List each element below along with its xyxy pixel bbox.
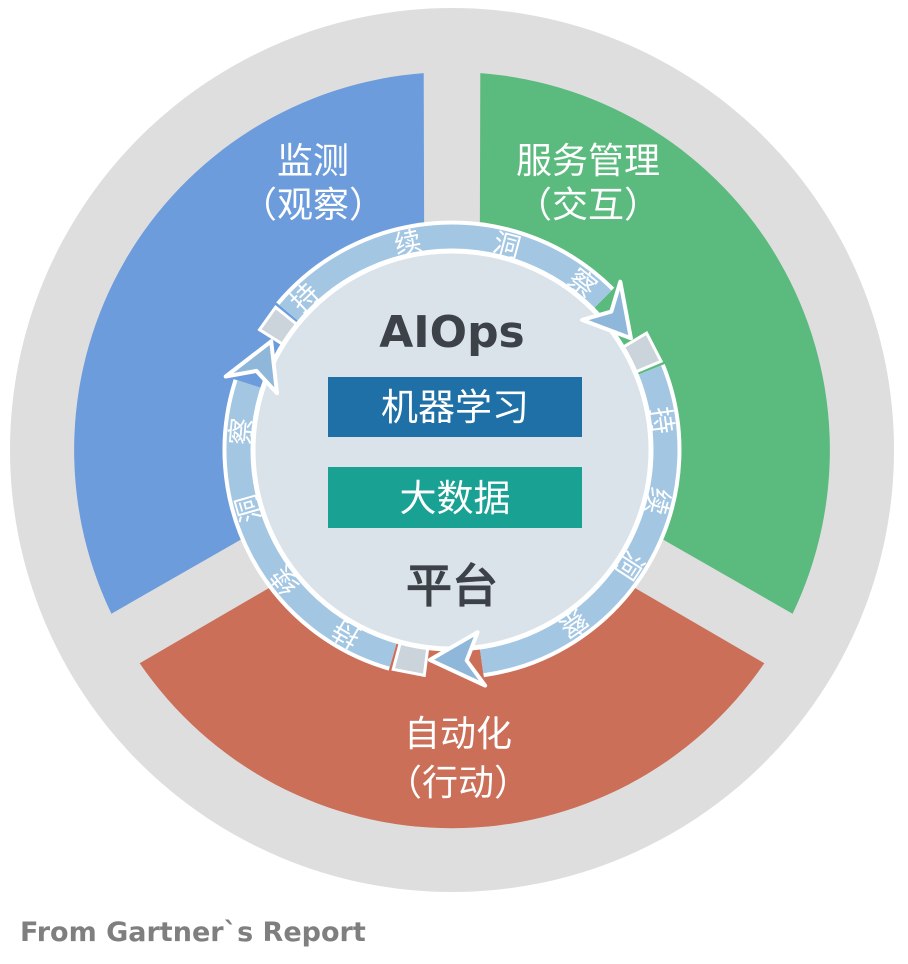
cycle-arrowhead-bottom-icon [427,630,488,688]
cycle-arc-2 [479,365,678,674]
cycle-phrase-text: 洞 察 持 续 洞 察 持 续 洞 察 持 续 [225,226,678,653]
big-data-box [328,467,582,528]
automation-label: 自动化 [404,714,512,755]
cycle-arrowhead-left-icon [223,339,279,396]
sector-service-management [479,73,830,614]
monitoring-sublabel: （观察） [241,185,385,226]
machine-learning-label: 机器学习 [381,386,529,429]
sector-monitoring [74,73,425,614]
source-caption: From Gartner`s Report [20,917,366,948]
platform-label: 平台 [406,559,498,613]
cycle-arc-3 [226,380,398,667]
big-data-label: 大数据 [400,477,511,520]
automation-sublabel: （行动） [386,763,530,804]
ring-char-12: 续 [392,226,425,262]
cycle-arrowhead-right-icon [580,279,633,341]
monitoring-label: 监测 [277,141,349,182]
ring-char-3: 持 [644,405,678,436]
machine-learning-box [328,377,582,437]
service-management-label: 服务管理 [516,141,660,182]
aiops-title: AIOps [379,307,525,358]
sector-automation [139,573,765,829]
ring-char-10: 察 [225,417,258,447]
service-management-sublabel: （交互） [516,185,660,226]
cycle-arrow-ring [222,220,682,678]
cycle-arc-1 [279,224,612,324]
